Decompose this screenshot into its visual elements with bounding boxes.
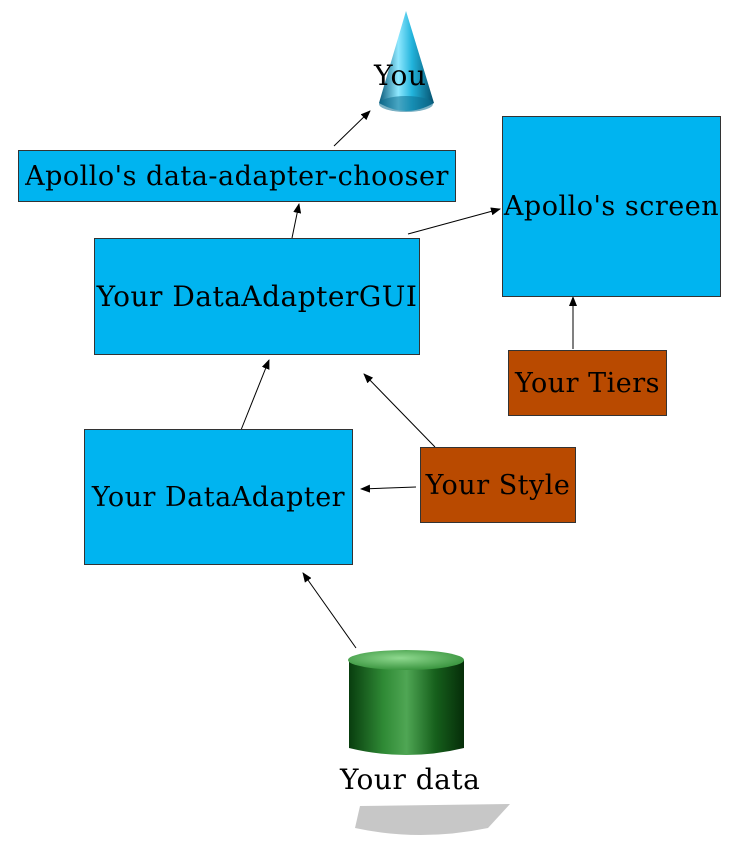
tiers-box: Your Tiers: [508, 350, 667, 416]
arrow-data-to-adapter: [302, 572, 357, 649]
arrow-gui-to-screen: [407, 207, 501, 235]
database-cylinder-icon: [348, 650, 510, 835]
data-adapter-gui-box: Your DataAdapterGUI: [94, 238, 420, 355]
your-data-label: Your data: [340, 763, 481, 796]
arrows: [240, 110, 577, 649]
arrow-style-to-adapter: [360, 484, 417, 493]
data-adapter-chooser-box: Apollo's data-adapter-chooser: [18, 150, 456, 202]
data-adapter-box: Your DataAdapter: [84, 429, 353, 565]
arrow-chooser-to-you: [333, 110, 371, 147]
arrow-gui-to-chooser: [291, 203, 302, 239]
cone-icon: [379, 11, 434, 112]
apollo-screen-box: Apollo's screen: [502, 116, 721, 297]
arrow-adapter-to-gui: [240, 359, 270, 431]
you-label: You: [374, 59, 427, 92]
arrow-style-to-gui: [363, 373, 436, 448]
style-box: Your Style: [420, 447, 576, 523]
